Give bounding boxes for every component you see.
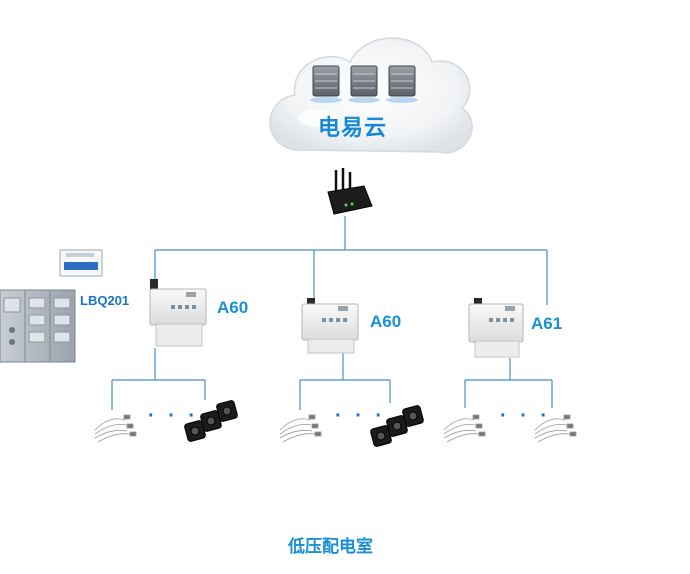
ellipsis-2: · · · [335, 405, 387, 427]
server-icon [348, 65, 380, 103]
switchgear-cabinet [0, 289, 76, 363]
gateway-icon [327, 168, 373, 215]
temperature-sensor [279, 414, 322, 443]
device-label-a60-1: A60 [217, 298, 249, 317]
room-label: 低压配电室 [288, 537, 373, 557]
ellipsis-3: · · · [500, 405, 552, 427]
meter-device [149, 279, 207, 347]
ellipsis-1: · · · [148, 405, 200, 427]
connection-lines [111, 216, 553, 410]
server-icon [310, 65, 342, 103]
device-label-a60-2: A60 [370, 312, 402, 331]
lbq201-device [59, 249, 103, 277]
temperature-sensor [94, 414, 137, 443]
meter-device [301, 298, 359, 354]
cabinet-label: LBQ201 [80, 293, 130, 308]
server-icon [386, 65, 418, 103]
current-transformer [184, 400, 238, 442]
temperature-sensor [534, 414, 577, 443]
current-transformer [370, 405, 424, 447]
cloud-label: 电易云 [318, 116, 388, 141]
meter-device [468, 298, 524, 358]
device-label-a61: A61 [531, 314, 563, 333]
temperature-sensor [443, 414, 486, 443]
